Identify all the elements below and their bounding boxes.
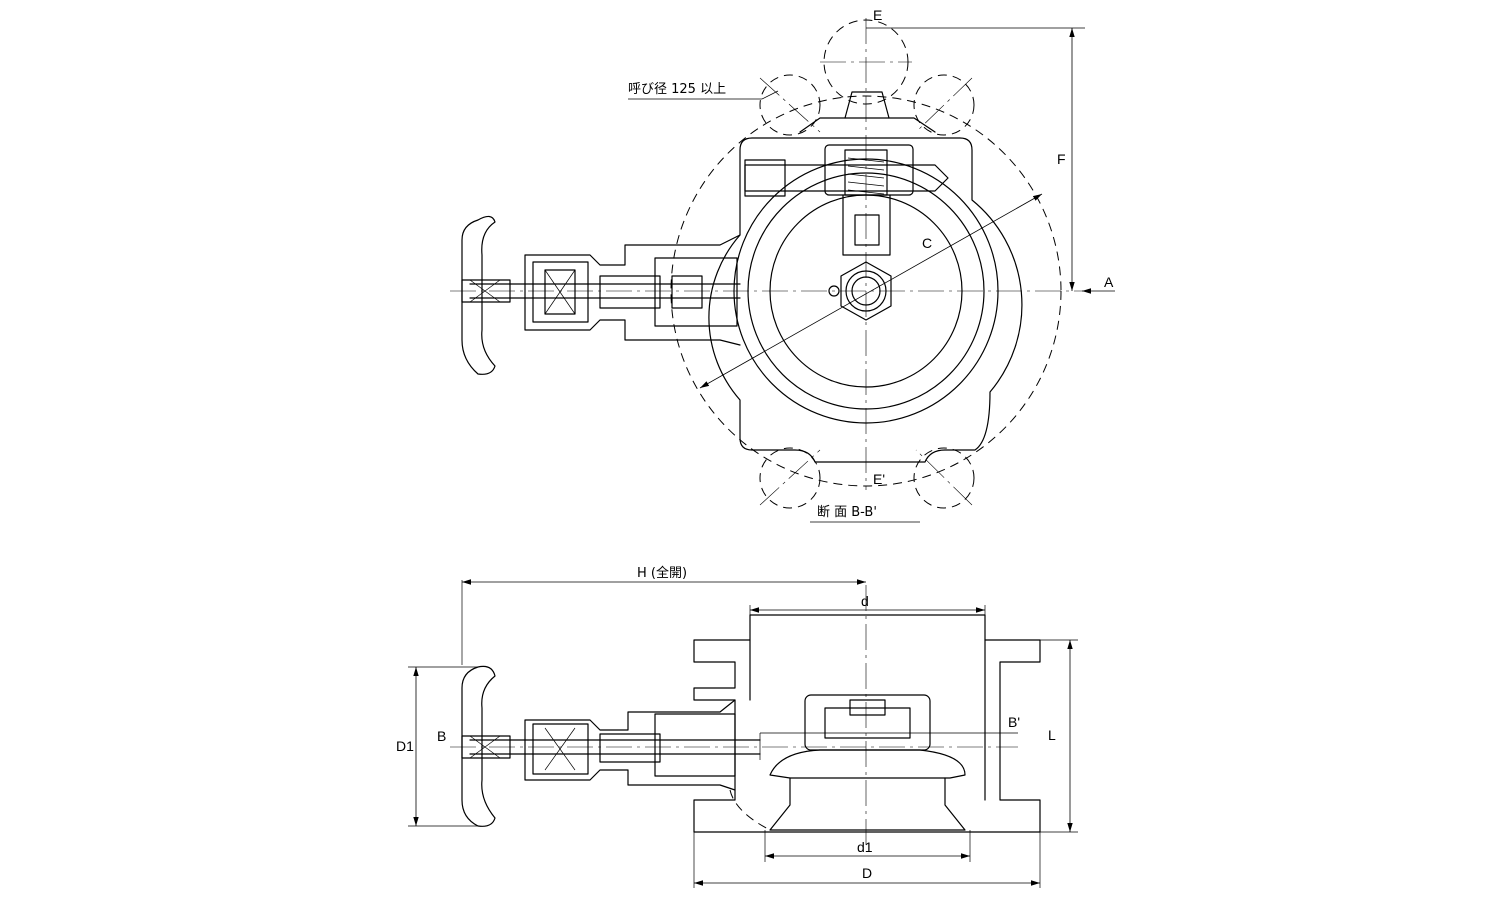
bolt-hole-upper-left: [759, 74, 821, 136]
section-title: 断 面 B-B': [817, 505, 877, 520]
label-E-top: E: [873, 7, 882, 23]
body-outline: [708, 137, 1023, 463]
bolt-hole-upper-right: [913, 74, 975, 136]
drain-hidden: [729, 789, 771, 831]
side-handwheel: [461, 665, 496, 827]
check-disc: [769, 749, 966, 779]
label-B: B: [437, 728, 446, 744]
actuator-housing: [524, 234, 741, 346]
label-d: d: [861, 593, 869, 609]
side-actuator-housing: [524, 699, 736, 791]
label-B-prime: B': [1008, 714, 1020, 730]
label-d1: d1: [857, 839, 873, 855]
label-C: C: [922, 235, 932, 251]
handwheel: [461, 215, 496, 375]
spring-coils: [847, 157, 885, 195]
label-D: D: [862, 865, 872, 881]
handwheel-nut: [461, 279, 511, 303]
disc-hinge-block: [804, 694, 931, 751]
label-E-bottom: E': [873, 471, 885, 487]
packing-box: [532, 261, 589, 323]
gland: [654, 257, 738, 327]
label-L: L: [1048, 727, 1056, 743]
nominal-size-note: 呼び径 125 以上: [628, 82, 726, 97]
flange-pcd-circle: [670, 95, 1062, 487]
bolt-hole-lower-right: [913, 447, 975, 509]
disc-arm: [842, 194, 891, 256]
bolt-hole-lower-left: [759, 447, 821, 509]
label-F: F: [1057, 151, 1066, 167]
section-view: C F A E E' 呼び径 125 以上 断 面 B-B': [450, 7, 1115, 523]
label-A: A: [1104, 274, 1114, 290]
dimension-C-line: [699, 193, 1043, 389]
top-boss: [844, 91, 890, 119]
label-D1: D1: [396, 738, 414, 754]
stem-collar: [599, 275, 661, 309]
label-H: H (全開): [637, 565, 687, 581]
side-view: H (全開) d D1 B B' L d1 D: [396, 565, 1078, 888]
seat-ring: [769, 777, 966, 831]
hinge-bracket: [824, 144, 914, 196]
side-body-outline: [693, 614, 1041, 833]
